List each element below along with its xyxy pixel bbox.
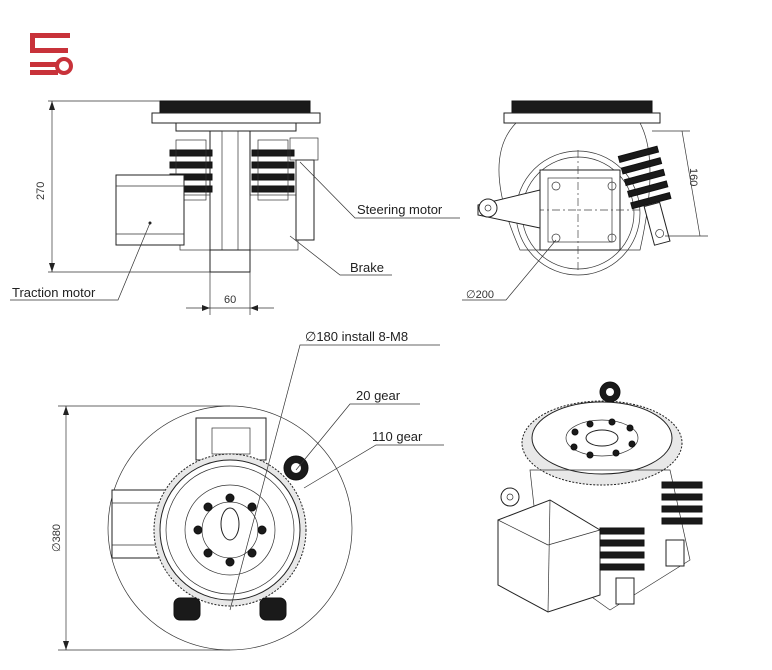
label-steering-motor: Steering motor: [357, 202, 443, 217]
dimension-spring: 160: [687, 168, 699, 186]
label-20-gear: 20 gear: [356, 388, 401, 403]
dimension-outer-diameter: ∅380: [51, 524, 63, 552]
isometric-view: [497, 381, 703, 613]
dimension-width: 60: [224, 294, 236, 306]
label-traction-motor: Traction motor: [12, 285, 96, 300]
label-brake: Brake: [350, 260, 384, 275]
front-view: [10, 100, 460, 315]
label-install: ∅180 install 8-M8: [305, 329, 408, 344]
top-view: [58, 344, 444, 651]
dimension-height: 270: [35, 182, 47, 200]
dimension-wheel-diameter: ∅200: [466, 289, 494, 301]
label-110-gear: 110 gear: [372, 429, 423, 444]
side-view: [462, 100, 708, 301]
brand-logo-icon: [30, 33, 73, 75]
